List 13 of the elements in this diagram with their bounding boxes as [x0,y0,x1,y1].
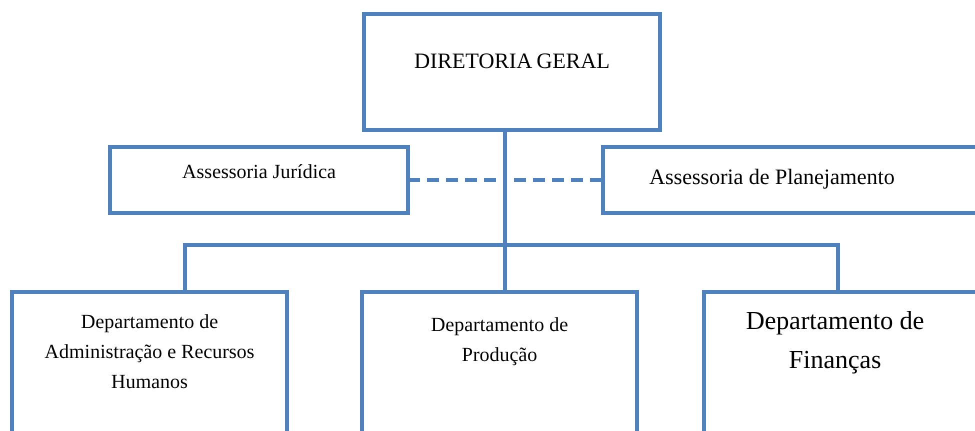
advisory-box [601,145,975,215]
department-box [10,290,289,431]
unit-name: Assessoria Jurídica [182,160,336,185]
unit-name: Departamento de Administração e Recursos Humanos [44,310,256,395]
advisory-box [108,145,410,215]
department-box [360,290,639,431]
unit-name: Assessoria de Planejamento [649,162,895,191]
unit-name: Departamento de Produção [430,313,570,368]
connector-line [503,132,840,290]
unit-name: DIRETORIA GERAL [414,46,610,74]
unit-name: Departamento de Finanças [744,305,926,376]
director-box [362,12,662,132]
department-box [702,290,975,431]
